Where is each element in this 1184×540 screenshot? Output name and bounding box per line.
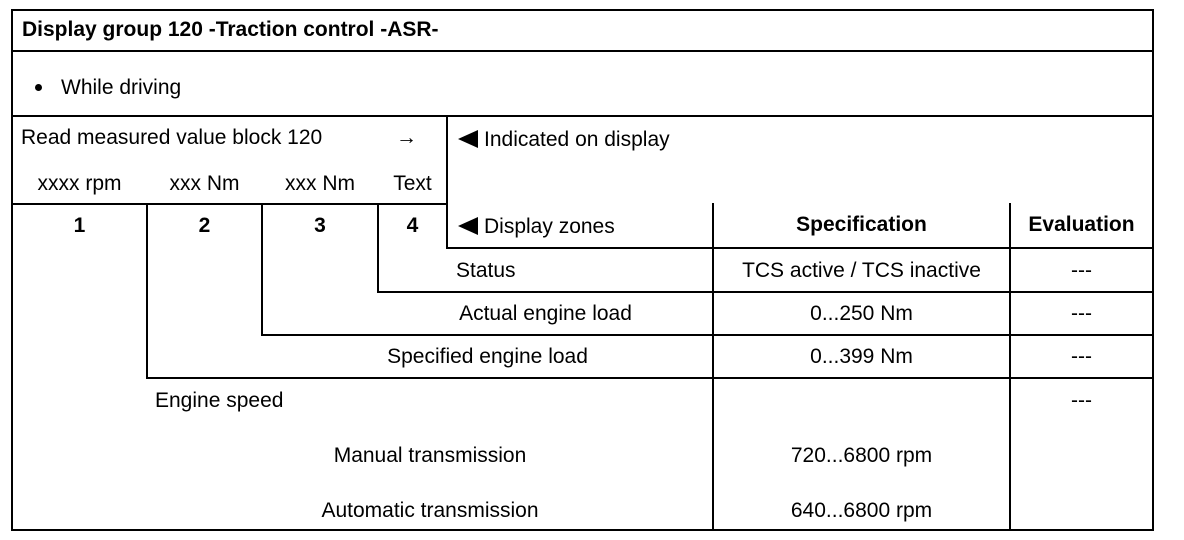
read-block-label: Read measured value block 120 xyxy=(21,126,323,149)
sub-spec-manual-transmission: 720...6800 rpm xyxy=(790,444,933,467)
zone-number-2: 2 xyxy=(198,214,211,237)
page-title: Display group 120 -Traction control -ASR… xyxy=(22,18,439,41)
sub-label-manual-transmission: Manual transmission xyxy=(333,444,527,467)
row-spec-specified-engine-load: 0...399 Nm xyxy=(810,345,913,368)
row-eval-status: --- xyxy=(1071,259,1092,282)
condition-text: While driving xyxy=(61,76,182,99)
display-zones-label: Display zones xyxy=(484,215,615,238)
row-label-engine-speed: Engine speed xyxy=(155,389,284,412)
column-header-specification: Specification xyxy=(796,213,927,236)
indicated-on-display: Indicated on display xyxy=(458,128,670,152)
sub-spec-automatic-transmission: 640...6800 rpm xyxy=(790,499,933,522)
field-rpm: xxxx rpm xyxy=(37,172,122,195)
row-spec-actual-engine-load: 0...250 Nm xyxy=(810,302,913,325)
zone-number-4: 4 xyxy=(406,214,419,237)
field-nm-1: xxx Nm xyxy=(169,172,240,195)
display-zones: Display zones xyxy=(458,215,615,239)
row-eval-engine-speed: --- xyxy=(1071,389,1092,412)
zone-number-1: 1 xyxy=(73,214,86,237)
triangle-left-icon xyxy=(458,130,478,148)
field-text: Text xyxy=(393,172,432,195)
row-eval-specified-engine-load: --- xyxy=(1071,345,1092,368)
row-spec-status: TCS active / TCS inactive xyxy=(742,259,981,282)
zone-number-3: 3 xyxy=(314,214,326,237)
row-eval-actual-engine-load: --- xyxy=(1071,302,1092,325)
triangle-left-icon xyxy=(458,217,478,235)
row-label-status: Status xyxy=(456,259,516,282)
row-label-specified-engine-load: Specified engine load xyxy=(387,345,588,368)
bullet-icon xyxy=(35,84,42,91)
row-label-actual-engine-load: Actual engine load xyxy=(459,302,632,325)
indicated-label: Indicated on display xyxy=(484,128,670,151)
arrow-right-icon: → xyxy=(396,126,417,149)
column-header-evaluation: Evaluation xyxy=(1028,213,1135,236)
field-nm-2: xxx Nm xyxy=(285,172,355,195)
sub-label-automatic-transmission: Automatic transmission xyxy=(321,499,539,522)
